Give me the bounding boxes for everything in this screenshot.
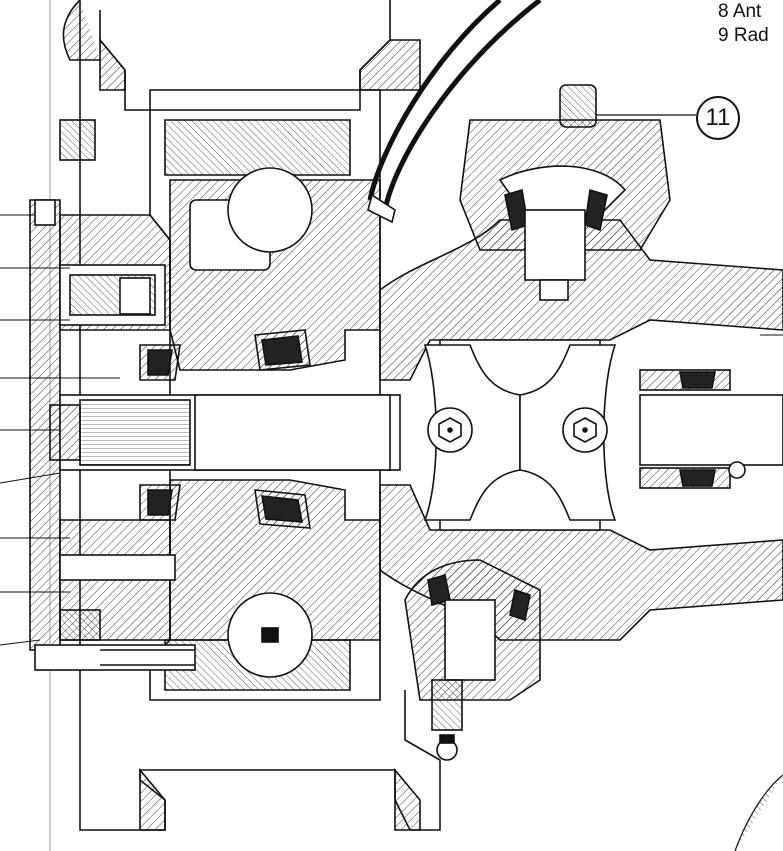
planet-gear-top [59,264,166,326]
lower-king-pin-assembly [404,559,541,761]
universal-joint [423,344,617,521]
tapered-bearing-outer-top [254,329,311,371]
splined-drive-shaft [49,394,401,471]
partial-gear-arc [734,774,783,851]
upper-king-pin-assembly [459,84,696,301]
leader-lines [0,214,783,646]
legend-item: 9 Rad [718,24,769,48]
tapered-bearing-inner-bottom [139,484,181,521]
planetary-housing [169,167,381,678]
legend-item-number: 9 [718,25,729,46]
tapered-bearing-inner-top [139,344,181,381]
brake-hose [367,0,542,224]
legend: 8 Ant 9 Rad [718,0,769,48]
part-callout-number: 11 [696,96,740,140]
legend-item: 8 Ant [718,0,769,24]
wheel-rim [62,0,441,831]
legend-item-number: 8 [718,1,729,22]
legend-item-text: Ant [732,1,762,22]
legend-item-text: Rad [733,25,769,46]
wheel-bolts [34,119,196,671]
inner-axle-shaft [639,369,783,489]
tapered-bearing-outer-bottom [254,489,311,529]
